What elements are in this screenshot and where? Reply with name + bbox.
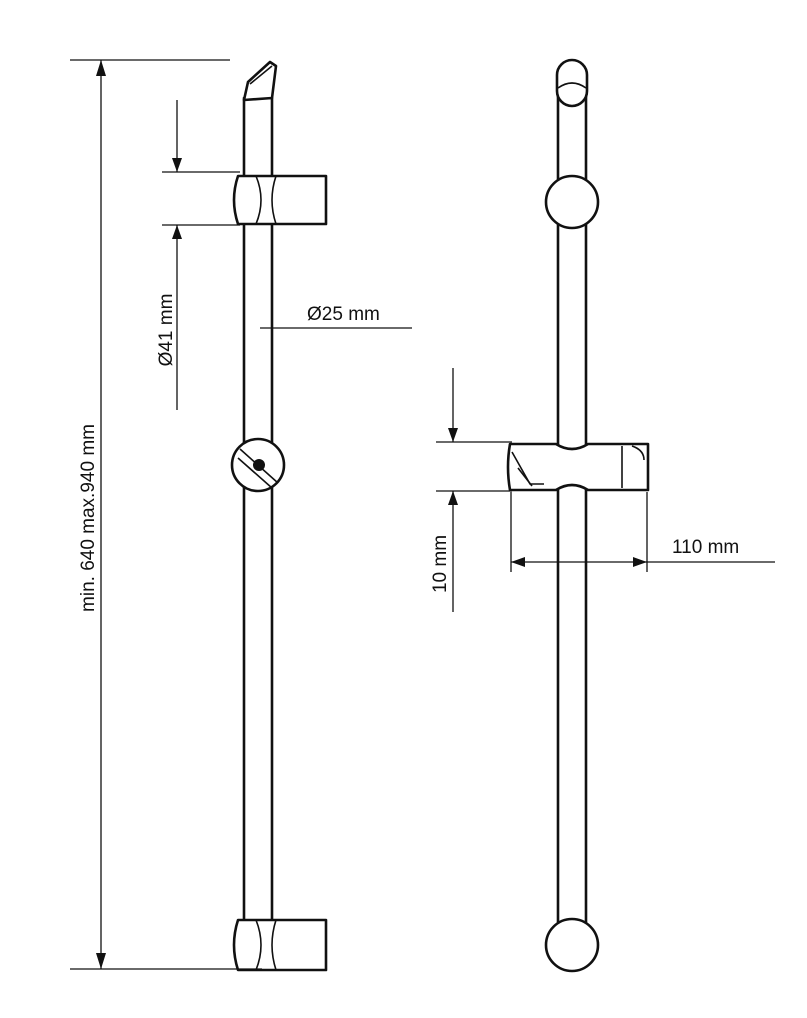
height-dimension: min. 640 max.940 mm: [70, 59, 262, 970]
slider-width-dimension: 110 mm: [510, 492, 775, 572]
slider-height-dimension: 10 mm: [430, 368, 512, 612]
side-view-top-cap: [242, 60, 278, 102]
side-view-lower-bracket: [232, 918, 328, 972]
front-view-upper-bracket: [544, 174, 600, 230]
rail-diameter-label: Ø25 mm: [307, 304, 380, 325]
side-view-swivel-holder: [230, 437, 286, 493]
front-view-slider: [506, 442, 650, 492]
bracket-diameter-label: Ø41 mm: [156, 294, 177, 367]
front-view-lower-bracket: [544, 917, 600, 973]
slider-height-label: 10 mm: [430, 535, 451, 593]
front-view: 10 mm 110 mm: [430, 58, 775, 973]
rail-diameter-dimension: Ø25 mm: [260, 304, 412, 329]
side-view: min. 640 max.940 mm Ø41 mm Ø25 mm: [70, 59, 412, 972]
swivel-screw: [253, 459, 265, 471]
slider-width-label: 110 mm: [672, 537, 739, 558]
height-range-label: min. 640 max.940 mm: [78, 424, 99, 612]
bracket-diameter-dimension: Ø41 mm: [156, 100, 240, 410]
side-view-upper-bracket: [232, 174, 328, 226]
